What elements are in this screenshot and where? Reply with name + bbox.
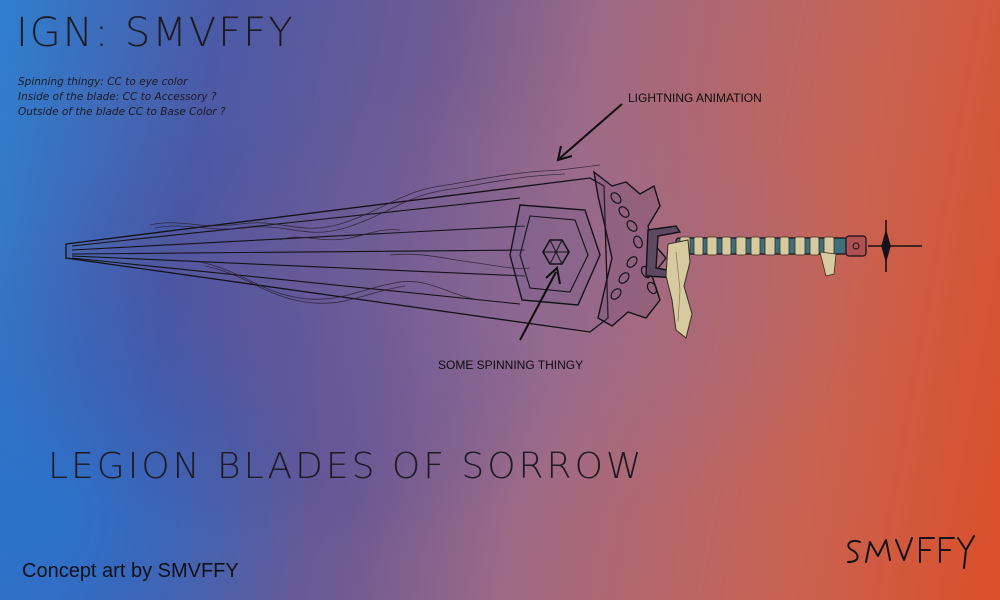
gem-frame-inner (519, 215, 589, 293)
lightning-scribbles (149, 164, 601, 304)
ign-heading: IGN: SMVFFY (16, 10, 295, 56)
color-notes: Spinning thingy: CC to eye color Inside … (18, 75, 226, 120)
blade-inner-lines (71, 197, 526, 305)
callout-arrows (519, 103, 623, 341)
spinning-thingy (542, 239, 570, 265)
hanging-cloth (665, 239, 693, 339)
spinning-callout-label: SOME SPINNING THINGY (438, 358, 584, 372)
pommel (845, 235, 867, 257)
note-spinning-thingy: Spinning thingy: CC to eye color (18, 76, 188, 88)
handle-wraps (679, 236, 835, 256)
weapon-title: LEGION BLADES OF SORROW (48, 446, 645, 487)
artist-signature (847, 535, 975, 569)
dangling-strip (819, 251, 837, 277)
blade-outline (65, 177, 609, 333)
chain (610, 192, 658, 300)
note-inside-blade: Inside of the blade: CC to Accessory ? (18, 91, 217, 103)
credit-text: Concept art by SMVFFY (22, 560, 239, 582)
pommel-star (868, 220, 922, 272)
lightning-callout-label: LIGHTNING ANIMATION (628, 91, 762, 105)
note-outside-blade: Outside of the blade CC to Base Color ? (18, 106, 226, 118)
handle-collar (645, 225, 682, 279)
